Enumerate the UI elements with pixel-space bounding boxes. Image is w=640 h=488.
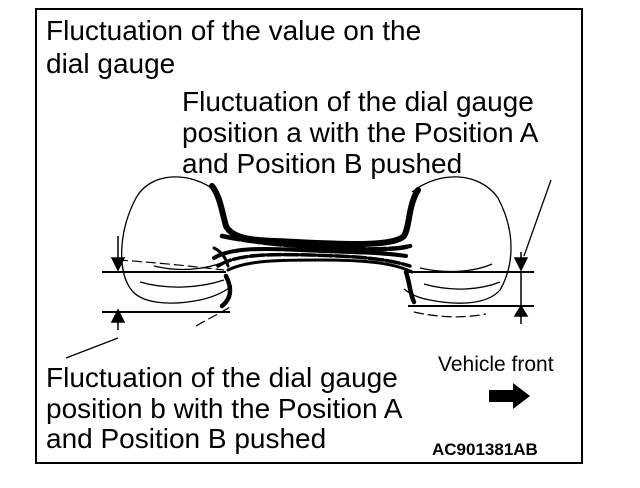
suspension-arms bbox=[209, 183, 421, 309]
label-vehicle-front: Vehicle front bbox=[438, 353, 554, 376]
right-arrow-icon bbox=[489, 383, 530, 409]
leader-lines bbox=[65, 179, 552, 359]
right-tire bbox=[403, 176, 512, 304]
figure-frame bbox=[35, 8, 583, 464]
dashed-offset-lines bbox=[117, 259, 487, 327]
right-dimension-arrows bbox=[513, 252, 529, 324]
label-top-line2: dial gauge bbox=[46, 48, 176, 79]
label-position-b-line3: and Position B pushed bbox=[46, 423, 327, 454]
label-position-a-line1: Fluctuation of the dial gauge bbox=[182, 86, 534, 117]
label-position-a-line2: position a with the Position A bbox=[182, 117, 539, 148]
label-figure-code: AC901381AB bbox=[432, 440, 538, 459]
label-position-b-line1: Fluctuation of the dial gauge bbox=[46, 362, 398, 393]
label-top-line1: Fluctuation of the value on the bbox=[46, 15, 422, 46]
measurement-lines bbox=[102, 271, 534, 313]
label-position-b-line2: position b with the Position A bbox=[46, 393, 403, 424]
label-position-a-line3: and Position B pushed bbox=[182, 148, 463, 179]
left-dimension-arrows bbox=[110, 236, 126, 330]
